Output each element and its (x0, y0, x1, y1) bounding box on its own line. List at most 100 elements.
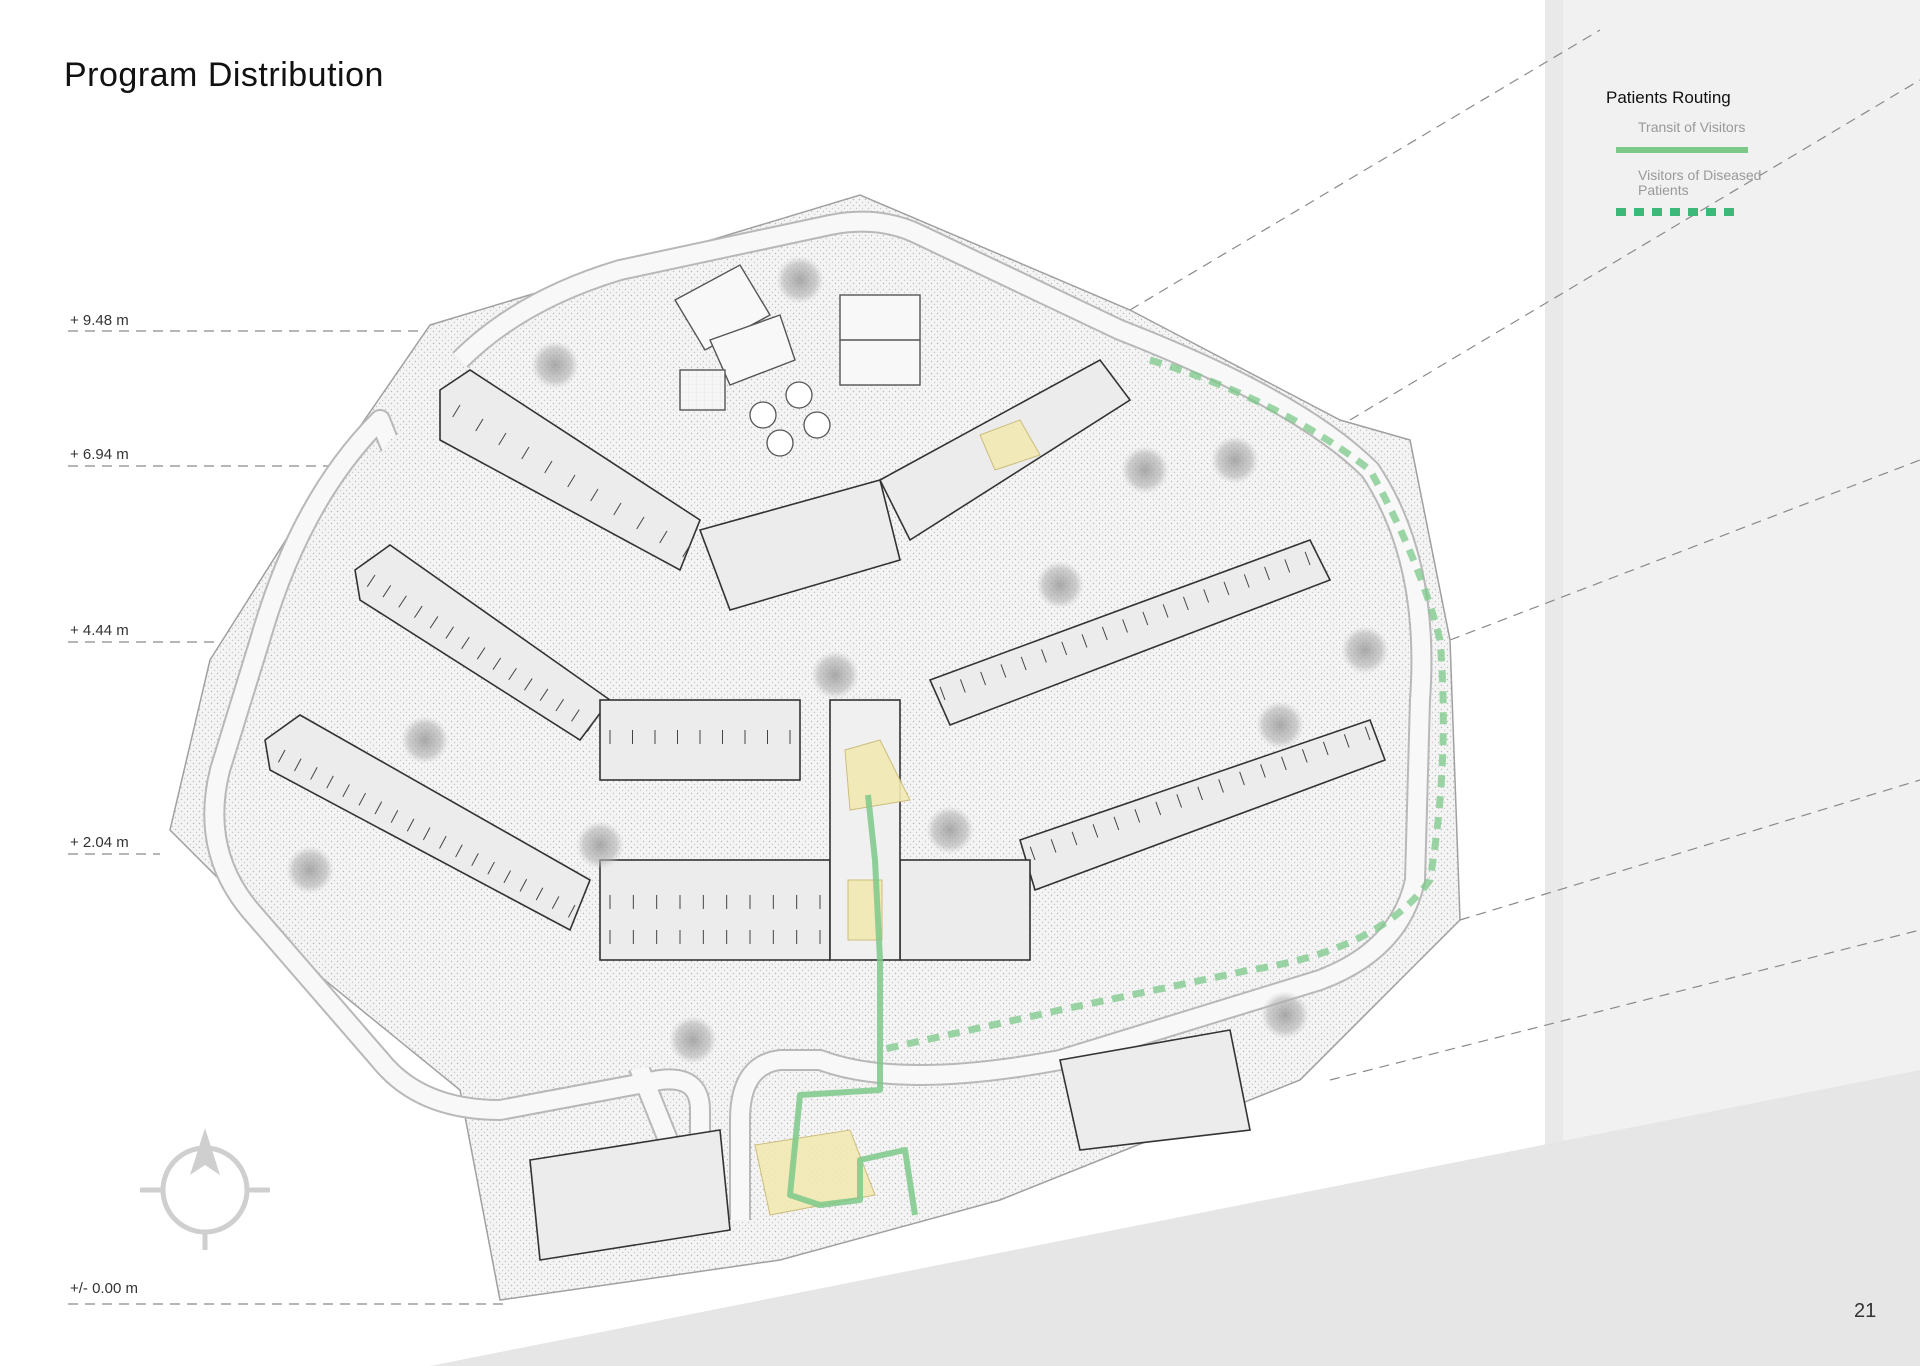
room-divider (1301, 749, 1308, 763)
room-divider (682, 544, 691, 558)
room-divider (586, 719, 596, 732)
room-divider (508, 667, 517, 681)
room-divider (939, 686, 946, 701)
room-divider (1264, 566, 1270, 581)
trees (286, 256, 1389, 1064)
service-buildings (674, 264, 921, 411)
room-divider (342, 784, 350, 798)
room-divider (277, 749, 286, 763)
room-divider (1239, 771, 1245, 786)
room-divider (980, 671, 987, 686)
room-divider (551, 896, 560, 909)
legend-item-visitors-of-diseased-patients: Visitors of Diseased Patients (1638, 167, 1762, 198)
ring-road-edge (205, 212, 1431, 1229)
room-divider (1071, 831, 1078, 846)
room-divider (1101, 626, 1108, 641)
tree-canopy-icon (286, 846, 334, 894)
room-divider (539, 688, 549, 701)
room-divider (1243, 574, 1250, 588)
tree-canopy-icon (1256, 701, 1304, 749)
room-divider (1197, 786, 1203, 801)
room-divider (1284, 559, 1291, 573)
room-divider (429, 616, 439, 629)
room-divider (382, 585, 392, 598)
room-divider (471, 853, 479, 866)
tree-canopy-icon (669, 1016, 717, 1064)
room-divider (358, 792, 366, 806)
room-divider (476, 647, 486, 660)
room-divider (461, 636, 470, 650)
room-divider (1203, 589, 1210, 603)
room-divider (366, 574, 376, 587)
room-partitions (277, 404, 1371, 944)
room-divider (613, 502, 622, 516)
page-number: 21 (1854, 1300, 1877, 1322)
room-divider (1050, 839, 1057, 853)
room-divider (1260, 764, 1266, 778)
compass-north-arrow-icon (140, 1128, 270, 1250)
room-divider (1364, 726, 1371, 741)
route-transit-of-visitors (787, 794, 918, 1216)
tree-canopy-icon (926, 806, 974, 854)
room-divider (1162, 604, 1169, 618)
room-divider (294, 758, 302, 772)
legend-title: Patients Routing (1606, 88, 1731, 107)
room-divider (571, 709, 580, 722)
room-divider (1218, 779, 1224, 793)
room-divider (487, 861, 495, 875)
level-label-4-44: + 4.44 m (70, 622, 129, 639)
room-divider (492, 657, 502, 670)
room-divider (567, 474, 576, 488)
room-divider (1061, 641, 1068, 656)
room-divider (535, 887, 544, 901)
tree-canopy-icon (531, 341, 579, 389)
room-divider (1343, 734, 1350, 748)
page-title: Program Distribution (64, 56, 384, 94)
tree-canopy-icon (1341, 626, 1389, 674)
room-divider (1041, 649, 1047, 663)
room-divider (544, 460, 553, 474)
tree-canopy-icon (1036, 561, 1084, 609)
room-divider (1304, 551, 1311, 566)
room-divider (636, 516, 645, 530)
room-divider (959, 679, 966, 693)
room-divider (1183, 596, 1189, 611)
highlighted-zones (754, 419, 1041, 1216)
tree-canopy-icon (1211, 436, 1259, 484)
room-divider (1000, 664, 1007, 678)
room-divider (1134, 809, 1141, 823)
room-divider (519, 878, 528, 892)
tree-canopy-icon (1261, 991, 1309, 1039)
room-divider (475, 418, 484, 432)
room-divider (414, 605, 423, 619)
room-divider (1155, 801, 1162, 816)
room-divider (659, 530, 668, 544)
room-divider (1113, 816, 1120, 831)
room-divider (498, 432, 507, 446)
room-divider (455, 844, 463, 858)
room-divider (1081, 634, 1088, 648)
room-divider (555, 699, 564, 712)
room-divider (1322, 741, 1329, 756)
room-divider (1223, 581, 1230, 596)
room-divider (452, 404, 461, 418)
room-divider (398, 595, 407, 608)
room-divider (439, 835, 447, 849)
room-divider (310, 766, 318, 780)
room-divider (1020, 656, 1027, 671)
route-visitors-of-diseased-patients (879, 356, 1447, 1054)
level-label-2-04: + 2.04 m (70, 834, 129, 851)
room-divider (1281, 756, 1287, 771)
level-label-0-00: +/- 0.00 m (70, 1280, 138, 1297)
room-divider (326, 775, 334, 789)
room-divider (390, 810, 399, 823)
room-divider (524, 678, 533, 691)
room-divider (406, 818, 415, 832)
tree-canopy-icon (576, 821, 624, 869)
room-divider (422, 827, 431, 841)
tree-canopy-icon (1121, 446, 1169, 494)
water-tanks (749, 381, 831, 457)
legend-item-transit-of-visitors: Transit of Visitors (1638, 119, 1746, 135)
tree-canopy-icon (811, 651, 859, 699)
